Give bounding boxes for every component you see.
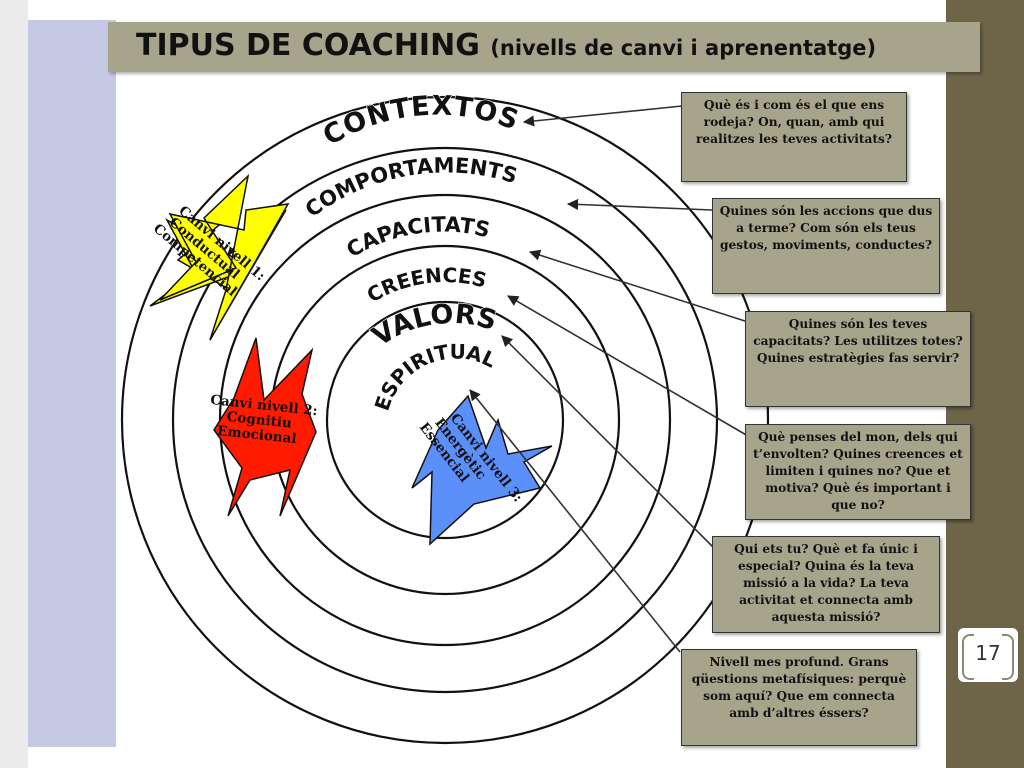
- page-title: TIPUS DE COACHING (nivells de canvi i ap…: [136, 28, 876, 63]
- change-level-1-shape: [149, 173, 290, 341]
- arrow-capacitats: [528, 249, 749, 323]
- question-text: Quines són les teves capacitats? Les uti…: [753, 317, 963, 365]
- title-main: TIPUS DE COACHING: [136, 28, 480, 63]
- question-text: Què penses del mon, dels qui t’envolten?…: [753, 430, 963, 512]
- arrow-valors: [501, 335, 715, 549]
- question-box-creences: Què penses del mon, dels qui t’envolten?…: [745, 424, 971, 520]
- change-level-2-shape: [213, 337, 317, 517]
- bracket-right-icon: [1002, 634, 1014, 680]
- level-label-comportaments: COMPORTAMENTS: [301, 153, 520, 222]
- title-subtitle: (nivells de canvi i aprenentatge): [490, 36, 877, 60]
- title-bar: TIPUS DE COACHING (nivells de canvi i ap…: [108, 22, 980, 72]
- arrow-contextos: [522, 105, 683, 127]
- question-text: Què és i com és el que ens rodeja? On, q…: [696, 98, 892, 146]
- level-label-contextos: CONTEXTOS: [318, 90, 523, 151]
- slide-left-band: [28, 20, 116, 747]
- circle-contextos: [120, 95, 770, 745]
- question-text: Quines són les accions que dus a terme? …: [719, 204, 933, 252]
- question-box-espiritual: Nivell mes profund. Grans qüestions meta…: [681, 649, 917, 746]
- page-number-container: 17: [958, 628, 1018, 682]
- arrow-comportaments: [566, 198, 713, 211]
- question-box-contextos: Què és i com és el que ens rodeja? On, q…: [681, 92, 907, 182]
- bracket-left-icon: [962, 634, 974, 680]
- slide-left-edge: [0, 0, 28, 768]
- circle-valors: [325, 300, 565, 540]
- arrow-espiritual: [469, 389, 681, 653]
- level-label-capacitats: CAPACITATS: [342, 212, 492, 262]
- connector-arrows: [469, 105, 749, 653]
- question-text: Nivell mes profund. Grans qüestions meta…: [691, 655, 907, 720]
- question-text: Qui ets tu? Què et fa únic i especial? Q…: [734, 542, 918, 624]
- change-level-3-shape: [411, 394, 553, 546]
- arrow-creences: [507, 295, 749, 437]
- question-box-comportaments: Quines són les accions que dus a terme? …: [712, 198, 940, 294]
- question-box-valors: Qui ets tu? Què et fa únic i especial? Q…: [712, 536, 940, 633]
- question-box-capacitats: Quines són les teves capacitats? Les uti…: [745, 311, 971, 407]
- page-number: 17: [975, 641, 1001, 665]
- circle-comportaments: [171, 146, 719, 694]
